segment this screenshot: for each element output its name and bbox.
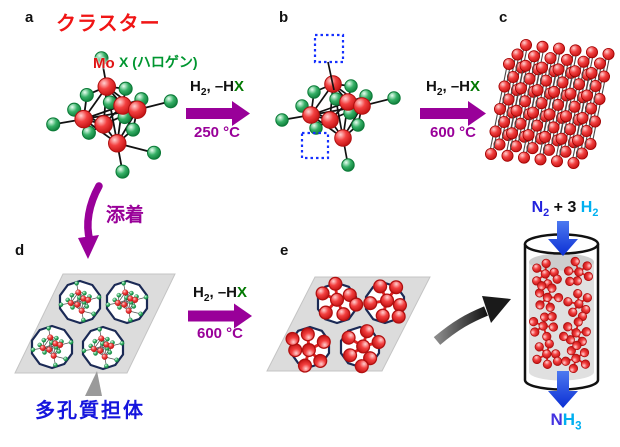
n2-text: N xyxy=(531,199,544,216)
panel-label-e: e xyxy=(280,242,289,259)
halogen-x: X xyxy=(119,54,129,70)
temperature-label-a-b: 250 °C xyxy=(193,124,241,141)
supported-cluster-model xyxy=(81,327,125,369)
mo-nanocluster xyxy=(561,340,591,374)
reaction-arrow-a-b xyxy=(186,101,250,126)
product-gas-label: NH3 xyxy=(516,410,616,433)
x-text: X xyxy=(470,78,481,95)
minus-hx-text: , –H xyxy=(209,284,237,301)
panel-label-c: c xyxy=(499,9,508,26)
arrow-shaft xyxy=(420,108,468,119)
mo-nanocluster xyxy=(528,311,559,342)
mo-nanocluster xyxy=(341,324,386,374)
temperature-label-d-e: 600 °C xyxy=(196,325,244,342)
vacancy-bond xyxy=(327,61,335,91)
nh3-h-text: H xyxy=(562,410,576,429)
arrow-shaft xyxy=(186,108,232,119)
halogen-label: X (ハロゲン) xyxy=(119,54,198,70)
arrow-shaft xyxy=(433,306,488,345)
impregnation-label: 添着 xyxy=(106,205,145,226)
plus-3-text: + 3 xyxy=(549,199,581,216)
h2-text: H xyxy=(580,199,593,216)
mo-nanocluster xyxy=(563,256,594,287)
mo-nanocluster xyxy=(363,279,407,324)
catalyst-clusters xyxy=(528,256,594,374)
h2-text: H xyxy=(189,78,201,95)
minus-hx-text: , –H xyxy=(206,78,234,95)
arrow-shaft xyxy=(188,310,234,322)
h2-sub: 2 xyxy=(203,293,210,304)
h2-sub: 2 xyxy=(592,207,599,220)
arrow-head xyxy=(232,101,250,126)
mo-cluster-with-vacancies-b xyxy=(275,75,401,172)
panel-label-d: d xyxy=(15,242,25,259)
h2-sub: 2 xyxy=(200,87,207,98)
arrow-head xyxy=(78,235,99,259)
mo-metal-crystal-c xyxy=(484,39,615,169)
porous-support-label: 多孔質担体 xyxy=(35,400,145,422)
arrow-head xyxy=(468,101,486,126)
support-callout-pointer xyxy=(85,371,102,396)
impregnation-arrow xyxy=(78,182,103,259)
panel-label-b: b xyxy=(279,9,289,26)
x-text: X xyxy=(237,284,248,301)
halogen-vacancy-box-top xyxy=(313,33,345,64)
reagent-label-b-c: H2, –HX xyxy=(419,78,487,98)
halogen-paren: (ハロゲン) xyxy=(128,54,198,70)
supported-clusters-d xyxy=(30,279,149,371)
mo-nanocluster xyxy=(315,276,364,322)
reagent-label-a-b: H2, –HX xyxy=(183,78,251,98)
crystal-lattice xyxy=(484,39,615,169)
mo-atom-label: Mo xyxy=(93,55,115,72)
mo-nanocluster xyxy=(532,258,562,289)
cluster-model xyxy=(46,51,178,179)
mo-nanocluster xyxy=(532,339,563,369)
mo-nanocluster xyxy=(285,327,331,373)
nh3-sub: 3 xyxy=(575,420,582,433)
nh3-n-text: N xyxy=(550,410,563,429)
feed-gas-arrow xyxy=(548,221,578,256)
mo-halide-cluster-a xyxy=(46,51,178,179)
reaction-arrow-d-e xyxy=(188,303,252,329)
mo-nanocluster xyxy=(534,281,564,312)
h2-text: H xyxy=(425,78,437,95)
reaction-arrow-b-c xyxy=(420,101,486,126)
reagent-label-d-e: H2, –HX xyxy=(186,284,254,304)
temperature-label-b-c: 600 °C xyxy=(429,124,477,141)
supported-cluster-model xyxy=(58,281,102,323)
arrow-head xyxy=(482,296,511,323)
cluster-model xyxy=(275,75,401,172)
feed-gas-label: N2 + 3 H2 xyxy=(505,199,620,220)
mo-nanocluster xyxy=(563,289,593,322)
cluster-title: クラスター xyxy=(56,13,161,35)
n2-sub: 2 xyxy=(543,207,550,220)
h2-sub: 2 xyxy=(436,87,443,98)
to-reactor-arrow xyxy=(433,296,511,345)
x-text: X xyxy=(234,78,245,95)
arrow-shaft xyxy=(84,182,103,245)
arrow-head xyxy=(234,303,252,329)
reactor-column xyxy=(523,233,600,391)
supported-cluster-model xyxy=(105,281,149,323)
minus-hx-text: , –H xyxy=(442,78,470,95)
supported-cluster-model xyxy=(30,326,74,368)
mo-nanocluster xyxy=(558,317,591,347)
panel-label-a: a xyxy=(25,9,34,26)
halogen-vacancy-box-bottom xyxy=(300,131,330,160)
supported-clusters-e xyxy=(285,276,407,374)
h2-text: H xyxy=(192,284,204,301)
product-gas-arrow xyxy=(548,371,578,408)
